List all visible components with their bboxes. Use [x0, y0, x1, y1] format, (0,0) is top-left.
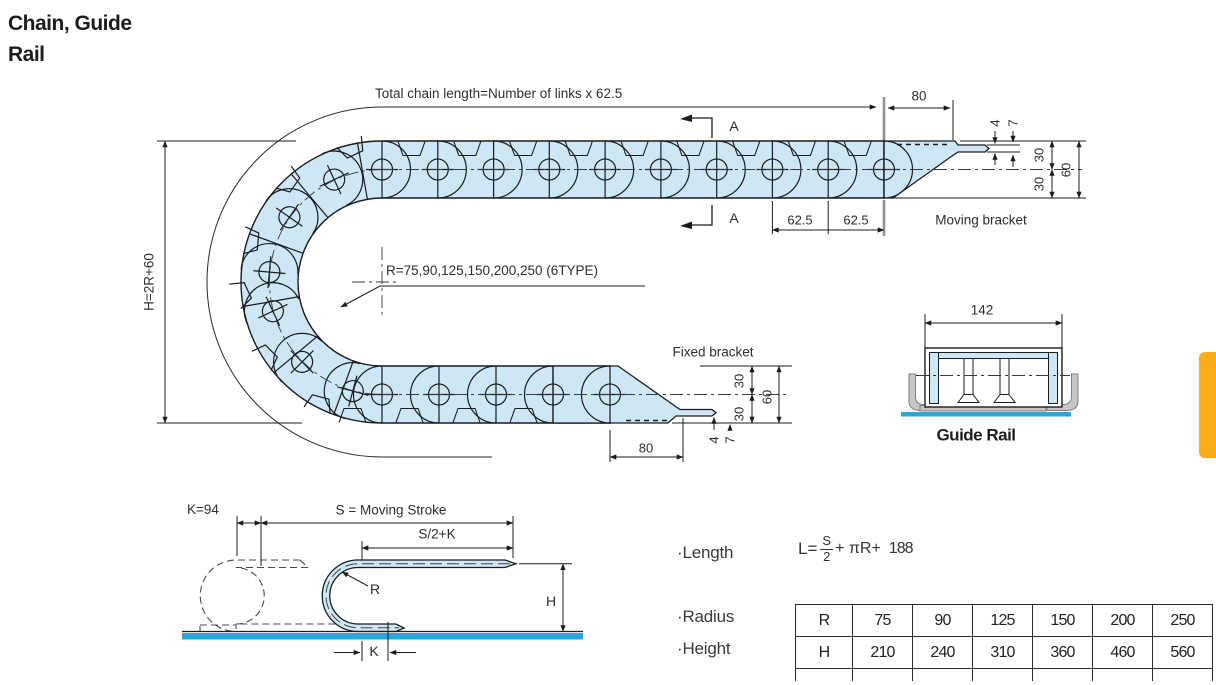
- radius-leader: [340, 285, 645, 308]
- table-cell: H: [795, 636, 853, 669]
- stroke-diagram: [182, 516, 583, 661]
- table-cell: 75: [852, 604, 913, 637]
- rail-base-line: [901, 412, 1071, 417]
- table-row-stub: [795, 668, 1213, 681]
- total-length-note: Total chain length=Number of links x 62.…: [375, 86, 623, 101]
- table-cell: 460: [1092, 636, 1153, 669]
- dim-60-fixed: 60: [759, 389, 775, 405]
- k-label: K: [369, 643, 379, 659]
- table-row-radius: R 75 90 125 150 200 250: [795, 604, 1213, 637]
- spec-table: R 75 90 125 150 200 250 H 210 240 310 36…: [795, 604, 1213, 681]
- formula-mid: + πR+: [835, 540, 881, 558]
- formula-numerator: S: [822, 533, 832, 548]
- r-label: R: [369, 581, 381, 597]
- chain-envelope: [206, 104, 877, 458]
- dim-4-moving: 4: [987, 119, 1003, 127]
- ground-line: [182, 633, 583, 640]
- dim-30-fixed-bottom: 30: [731, 406, 747, 422]
- dim-30-moving-top: 30: [1031, 147, 1047, 163]
- dim-80-fixed: 80: [638, 440, 654, 456]
- table-cell: 125: [972, 604, 1033, 637]
- section-markers: [680, 114, 713, 229]
- dim-60-moving: 60: [1058, 162, 1074, 178]
- s2k-dim: S/2+K: [418, 526, 456, 542]
- table-cell: 90: [912, 604, 973, 637]
- table-cell: 250: [1152, 604, 1213, 637]
- dim-30-fixed-top: 30: [731, 373, 747, 389]
- table-cell: 210: [852, 636, 913, 669]
- dim-80-moving: 80: [911, 88, 927, 104]
- dim-7-fixed: 7: [722, 436, 738, 444]
- section-label-bottom: A: [729, 210, 739, 226]
- rail-width-dim: 142: [970, 302, 994, 318]
- centerlines: [269, 169, 1082, 395]
- table-cell: 200: [1092, 604, 1153, 637]
- h-label: H: [545, 593, 557, 609]
- k94-dim: K=94: [187, 502, 219, 517]
- formula-tail: 188: [888, 540, 914, 558]
- table-cell: 310: [972, 636, 1033, 669]
- guide-rail-section: [901, 314, 1079, 417]
- pitch-dim-2: 62.5: [843, 212, 869, 228]
- length-label: ·Length: [677, 543, 734, 562]
- table-cell: 360: [1032, 636, 1093, 669]
- height-label: ·Height: [677, 639, 731, 658]
- pitch-dim-1: 62.5: [787, 212, 813, 228]
- length-formula: L= S 2 + πR+ 188: [798, 533, 914, 565]
- guide-rail-label: Guide Rail: [936, 425, 1016, 445]
- dim-30-moving-bottom: 30: [1031, 176, 1047, 192]
- section-label-top: A: [729, 118, 739, 134]
- dim-7-moving: 7: [1005, 119, 1021, 127]
- formula-lhs: L=: [798, 539, 818, 559]
- page-title-line1: Chain, Guide: [8, 12, 132, 35]
- fixed-bracket-label: Fixed bracket: [672, 344, 754, 360]
- page-title: Chain, Guide Rail: [8, 8, 132, 70]
- dims-moving: [887, 100, 1086, 199]
- radius-note: R=75,90,125,150,200,250 (6TYPE): [386, 263, 599, 278]
- formula-fraction: S 2: [819, 533, 834, 565]
- stroke-chain-shape: [321, 559, 519, 633]
- radius-label: ·Radius: [677, 607, 735, 626]
- table-cell: 240: [912, 636, 973, 669]
- page-edge-tab[interactable]: [1199, 352, 1216, 458]
- dims-fixed: [609, 365, 792, 462]
- table-cell: R: [795, 604, 853, 637]
- moving-stroke-label: S = Moving Stroke: [335, 502, 447, 518]
- formula-denominator: 2: [820, 548, 834, 565]
- moving-bracket-label: Moving bracket: [935, 212, 1027, 228]
- height-note: H=2R+60: [141, 253, 157, 311]
- dim-4-fixed: 4: [706, 436, 722, 444]
- page-title-line2: Rail: [8, 43, 45, 66]
- table-cell: 150: [1032, 604, 1093, 637]
- table-cell: 560: [1152, 636, 1213, 669]
- dim-pitch: [771, 201, 885, 234]
- dim-height: [157, 140, 302, 424]
- table-row-height: H 210 240 310 360 460 560: [795, 636, 1213, 669]
